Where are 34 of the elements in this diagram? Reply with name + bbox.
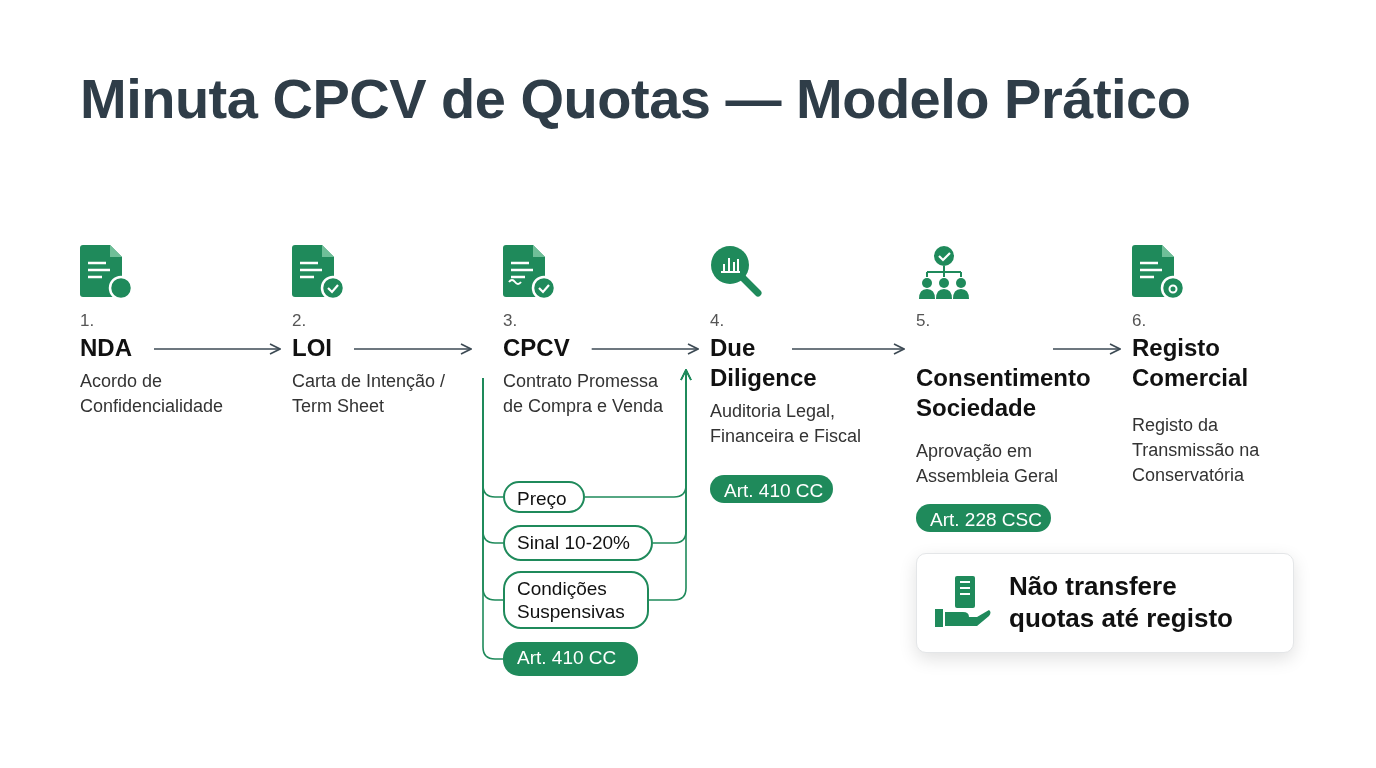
step-description: Aprovação em Assembleia Geral <box>916 440 1060 488</box>
step-description: Acordo de Confidencialidade <box>80 370 225 418</box>
article-badge: Art. 228 CSC <box>916 504 1051 532</box>
article-badge: Art. 410 CC <box>503 642 638 676</box>
step-number: 3. <box>503 311 519 331</box>
step-number: 1. <box>80 311 96 331</box>
arrow <box>153 343 281 355</box>
step-number: 4. <box>710 311 726 331</box>
arrow <box>648 369 692 601</box>
arrow <box>353 343 472 355</box>
article-badge: Art. 410 CC <box>710 475 833 503</box>
note-card <box>916 553 1294 653</box>
arrow <box>1052 343 1121 355</box>
step-description: Contrato Promessa de Compra e Venda <box>503 370 665 418</box>
connector-line <box>482 377 504 660</box>
step-number: 5. <box>916 311 932 331</box>
step-title: Due Diligence <box>710 333 818 393</box>
step-title: NDA <box>80 333 132 363</box>
term-pill: Sinal 10-20% <box>503 525 653 561</box>
step-description: Auditoria Legal, Financeira e Fiscal <box>710 400 863 448</box>
note-text: Não transfere quotas até registo <box>1009 570 1234 634</box>
step-title: CPCV <box>503 333 570 363</box>
arrow <box>590 343 699 355</box>
step-number: 6. <box>1132 311 1148 331</box>
arrow <box>791 343 905 355</box>
step-description: Registo da Transmissão na Conservatória <box>1132 414 1261 487</box>
step-title: LOI <box>292 333 332 363</box>
step-title: Registo Comercial <box>1132 333 1250 393</box>
term-pill: Condições Suspensivas <box>503 571 649 629</box>
step-description: Carta de Intenção / Term Sheet <box>292 370 447 418</box>
step-number: 2. <box>292 311 308 331</box>
step-title: Consentimento Sociedade <box>916 363 1092 423</box>
diagram-title: Minuta CPCV de Quotas — Modelo Prático <box>80 66 1191 131</box>
term-pill: Preço <box>503 481 585 513</box>
